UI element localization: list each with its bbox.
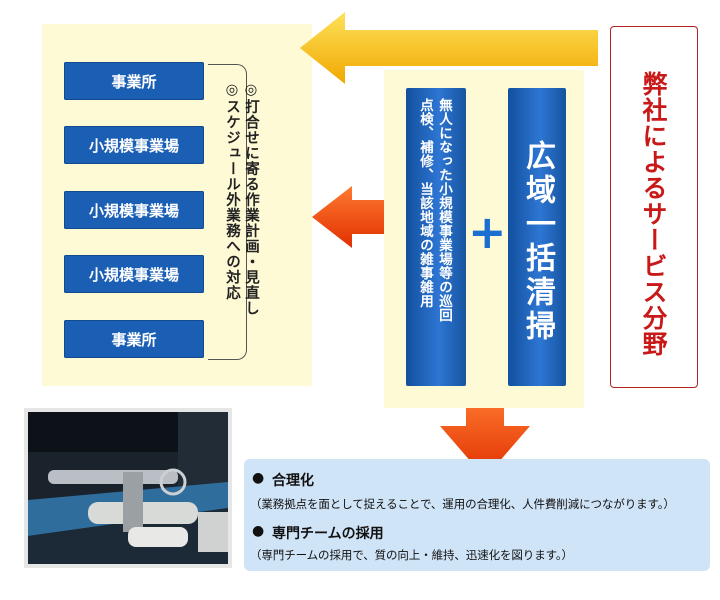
- service-box: 弊社によるサービス分野: [610, 26, 698, 388]
- wide-area-cleaning-label: 広域一括清掃: [520, 140, 555, 344]
- yellow-arrow: [300, 12, 598, 84]
- red-arrow-left: [312, 186, 388, 248]
- benefit-1-title: 合理化: [272, 473, 314, 489]
- patrol-desc-block: 無人になった小規模事業場等の巡回点検、補修、当該地域の雑事雑用: [406, 88, 466, 386]
- red-arrow-down: [440, 392, 530, 478]
- bullet-1: ●: [252, 470, 265, 486]
- site-small-3: 小規模事業場: [64, 255, 204, 293]
- bracket: [208, 64, 247, 360]
- patrol-desc-text: 無人になった小規模事業場等の巡回点検、補修、当該地域の雑事雑用: [406, 88, 462, 332]
- bullet-2: ●: [252, 523, 265, 539]
- service-label: 弊社によるサービス分野: [639, 71, 668, 357]
- note-2: ◎スケジュール外業務への対応: [224, 82, 240, 301]
- site-small-2: 小規模事業場: [64, 191, 204, 229]
- pipe-room-illustration: [28, 412, 228, 564]
- benefit-2-title: 専門チームの採用: [272, 526, 384, 542]
- site-small-1: 小規模事業場: [64, 126, 204, 164]
- site-office-2: 事業所: [64, 320, 204, 358]
- plus-sign: +: [468, 205, 507, 259]
- patrol-desc-line-1: 無人になった小規模事業場等の巡回: [436, 98, 452, 322]
- site-office-1: 事業所: [64, 62, 204, 100]
- wide-area-cleaning-block: 広域一括清掃: [508, 88, 566, 386]
- benefit-1-desc: （業務拠点を面として捉えることで、運用の合理化、人件費削減につながります。）: [250, 497, 675, 511]
- notes: ◎打合せに寄る作業計画・見直し◎スケジュール外業務への対応: [222, 82, 260, 372]
- pipe-room-photo: [24, 408, 232, 568]
- benefits-box: [244, 459, 710, 571]
- patrol-desc-line-2: 点検、補修、当該地域の雑事雑用: [417, 98, 433, 308]
- benefit-2-desc: （専門チームの採用で、質の向上・維持、迅速化を図ります。）: [250, 548, 573, 562]
- note-1: ◎打合せに寄る作業計画・見直し: [243, 82, 259, 316]
